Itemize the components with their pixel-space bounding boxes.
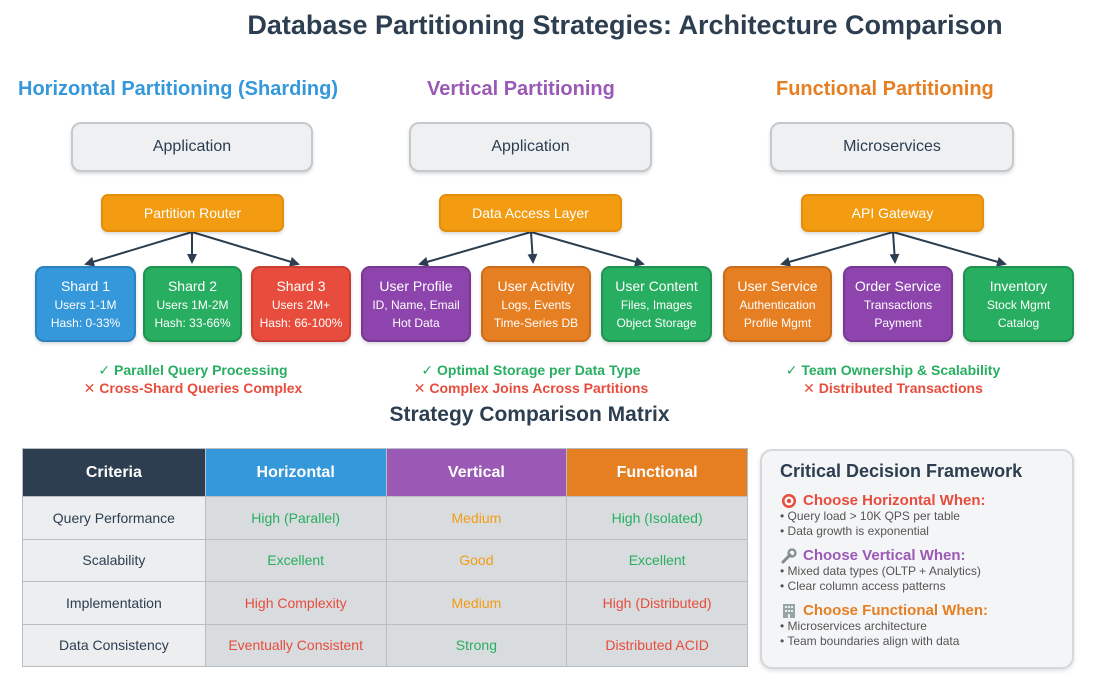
horizontal-pro: ✓ Parallel Query Processing <box>98 362 288 378</box>
node-detail: Users 2M+ <box>271 297 331 312</box>
horizontal-section-title: Horizontal Partitioning (Sharding) <box>18 78 338 100</box>
node-detail: Stock Mgmt <box>986 297 1051 312</box>
node-title: User Content <box>615 277 698 294</box>
node-title: Shard 3 <box>276 277 326 294</box>
user-service-node: User Service Authentication Profile Mgmt <box>723 266 832 342</box>
criteria-cell: Data Consistency <box>22 623 206 667</box>
framework-item: • Clear column access patterns <box>780 579 946 593</box>
node-detail: Hash: 33-66% <box>154 315 231 330</box>
node-detail: Hot Data <box>392 315 440 330</box>
node-detail: Logs, Events <box>501 297 571 312</box>
shard-3-node: Shard 3 Users 2M+ Hash: 66-100% <box>251 266 351 342</box>
framework-item: • Query load > 10K QPS per table <box>780 509 960 523</box>
framework-heading: Choose Horizontal When: <box>803 492 986 509</box>
horizontal-cell: Eventually Consistent <box>204 623 387 667</box>
shard-2-node: Shard 2 Users 1M-2M Hash: 33-66% <box>143 266 242 342</box>
functional-section-title: Functional Partitioning <box>776 78 994 100</box>
header-functional: Functional <box>566 448 748 497</box>
user-activity-node: User Activity Logs, Events Time-Series D… <box>481 266 591 342</box>
criteria-cell: Implementation <box>22 581 206 625</box>
header-vertical: Vertical <box>385 448 568 497</box>
vertical-con: ✕ Complex Joins Across Partitions <box>413 380 649 396</box>
user-profile-node: User Profile ID, Name, Email Hot Data <box>361 266 471 342</box>
functional-cell: Distributed ACID <box>566 623 748 667</box>
framework-item: • Microservices architecture <box>780 619 927 633</box>
node-detail: Authentication <box>739 297 816 312</box>
functional-cell: Excellent <box>566 538 748 582</box>
framework-item: • Data growth is exponential <box>780 524 929 538</box>
table-row: Query Performance High (Parallel) Medium… <box>22 496 748 540</box>
node-title: User Service <box>737 277 818 294</box>
node-detail: Hash: 66-100% <box>259 315 343 330</box>
horizontal-con: ✕ Cross-Shard Queries Complex <box>83 380 303 396</box>
vertical-cell: Medium <box>385 496 568 540</box>
node-detail: Transactions <box>863 297 933 312</box>
inventory-node: Inventory Stock Mgmt Catalog <box>963 266 1074 342</box>
data-access-layer-box: Data Access Layer <box>439 194 622 232</box>
shard-1-node: Shard 1 Users 1-1M Hash: 0-33% <box>35 266 136 342</box>
functional-pro: ✓ Team Ownership & Scalability <box>785 362 1001 378</box>
target-icon <box>780 493 798 509</box>
horizontal-cell: High Complexity <box>204 581 387 625</box>
partition-router-box: Partition Router <box>101 194 284 232</box>
framework-item: • Team boundaries align with data <box>780 634 960 648</box>
framework-group-horizontal: Choose Horizontal When: • Query load > 1… <box>780 492 1054 539</box>
comparison-matrix: Criteria Horizontal Vertical Functional … <box>22 448 748 667</box>
node-detail: ID, Name, Email <box>372 297 460 312</box>
microservices-box: Microservices <box>770 122 1014 172</box>
table-row: Implementation High Complexity Medium Hi… <box>22 581 748 625</box>
node-detail: Payment <box>874 315 922 330</box>
criteria-cell: Query Performance <box>22 496 206 540</box>
header-criteria: Criteria <box>22 448 206 497</box>
functional-cell: High (Isolated) <box>566 496 748 540</box>
node-title: Shard 2 <box>167 277 218 294</box>
node-detail: Users 1-1M <box>54 297 117 312</box>
vertical-application-box: Application <box>409 122 652 172</box>
page-title: Database Partitioning Strategies: Archit… <box>247 10 1003 40</box>
framework-item: • Mixed data types (OLTP + Analytics) <box>780 564 981 578</box>
framework-group-vertical: Choose Vertical When: • Mixed data types… <box>780 547 1054 594</box>
node-detail: Object Storage <box>616 315 697 330</box>
node-title: Inventory <box>989 277 1048 294</box>
node-detail: Files, Images <box>620 297 693 312</box>
node-detail: Time-Series DB <box>493 315 579 330</box>
node-detail: Users 1M-2M <box>156 297 229 312</box>
matrix-title: Strategy Comparison Matrix <box>389 403 670 426</box>
vertical-cell: Good <box>385 538 568 582</box>
vertical-section-title: Vertical Partitioning <box>427 78 615 100</box>
node-detail: Profile Mgmt <box>743 315 812 330</box>
criteria-cell: Scalability <box>22 538 206 582</box>
framework-heading: Choose Vertical When: <box>803 547 966 564</box>
framework-heading: Choose Functional When: <box>803 602 988 619</box>
functional-cell: High (Distributed) <box>566 581 748 625</box>
horizontal-cell: Excellent <box>204 538 387 582</box>
node-title: Shard 1 <box>60 277 111 294</box>
decision-framework-panel: Critical Decision Framework Choose Horiz… <box>760 449 1074 669</box>
node-title: User Activity <box>497 277 575 294</box>
table-row: Data Consistency Eventually Consistent S… <box>22 623 748 667</box>
header-horizontal: Horizontal <box>204 448 387 497</box>
api-gateway-box: API Gateway <box>801 194 984 232</box>
wrench-icon <box>780 547 798 564</box>
framework-title: Critical Decision Framework <box>780 461 1023 481</box>
vertical-pro: ✓ Optimal Storage per Data Type <box>421 362 641 378</box>
node-detail: Catalog <box>997 315 1040 330</box>
framework-group-functional: Choose Functional When: • Microservices … <box>780 602 1054 649</box>
vertical-cell: Strong <box>385 623 568 667</box>
node-detail: Hash: 0-33% <box>50 315 121 330</box>
horizontal-application-box: Application <box>71 122 313 172</box>
building-icon <box>780 603 798 619</box>
user-content-node: User Content Files, Images Object Storag… <box>601 266 712 342</box>
order-service-node: Order Service Transactions Payment <box>843 266 953 342</box>
vertical-cell: Medium <box>385 581 568 625</box>
node-title: User Profile <box>379 277 453 294</box>
horizontal-cell: High (Parallel) <box>204 496 387 540</box>
table-row: Scalability Excellent Good Excellent <box>22 538 748 582</box>
node-title: Order Service <box>854 277 942 294</box>
functional-con: ✕ Distributed Transactions <box>803 380 983 396</box>
